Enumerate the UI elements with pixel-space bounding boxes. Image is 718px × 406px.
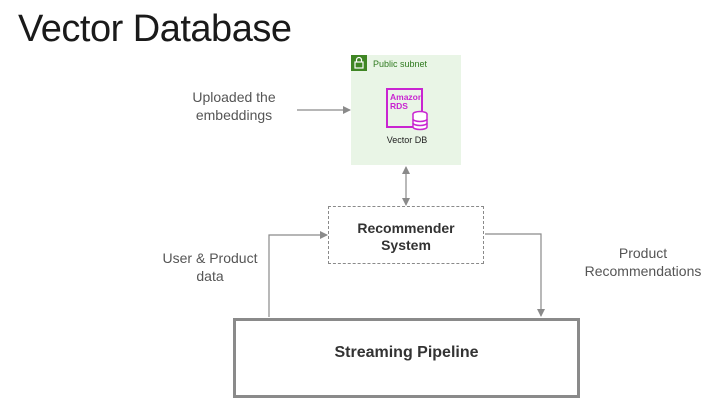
vector-db-label: Vector DB (386, 135, 428, 145)
recommender-line-1: Recommender (357, 220, 455, 236)
lock-icon (351, 55, 367, 71)
rds-icon-text-rds: RDS (390, 101, 408, 111)
public-subnet-group (351, 55, 461, 165)
streaming-pipeline-label: Streaming Pipeline (334, 344, 479, 361)
arrow-pipeline-to-recommender (268, 231, 328, 317)
recommender-system-label: Recommender System (328, 220, 484, 254)
amazon-rds-icon: Amazon RDS (386, 88, 428, 131)
uploaded-note-line-1: Uploaded the (192, 89, 276, 105)
page-title: Vector Database (18, 8, 292, 50)
product-note-line-2: Recommendations (584, 263, 702, 279)
uploaded-embeddings-note: Uploaded the embeddings (176, 88, 292, 124)
rds-icon-text-amazon: Amazon (390, 92, 423, 102)
user-product-data-note: User & Product data (150, 249, 270, 285)
recommender-line-2: System (381, 237, 431, 253)
user-note-line-2: data (196, 268, 224, 284)
subnet-label: Public subnet (373, 59, 428, 69)
streaming-pipeline-box (233, 318, 580, 398)
product-recommendations-note: Product Recommendations (578, 244, 708, 280)
arrow-recommender-to-pipeline (485, 233, 545, 317)
uploaded-note-line-2: embeddings (195, 107, 273, 123)
user-note-line-1: User & Product (162, 250, 258, 266)
recommender-system-box (328, 206, 484, 264)
product-note-line-1: Product (618, 245, 668, 261)
